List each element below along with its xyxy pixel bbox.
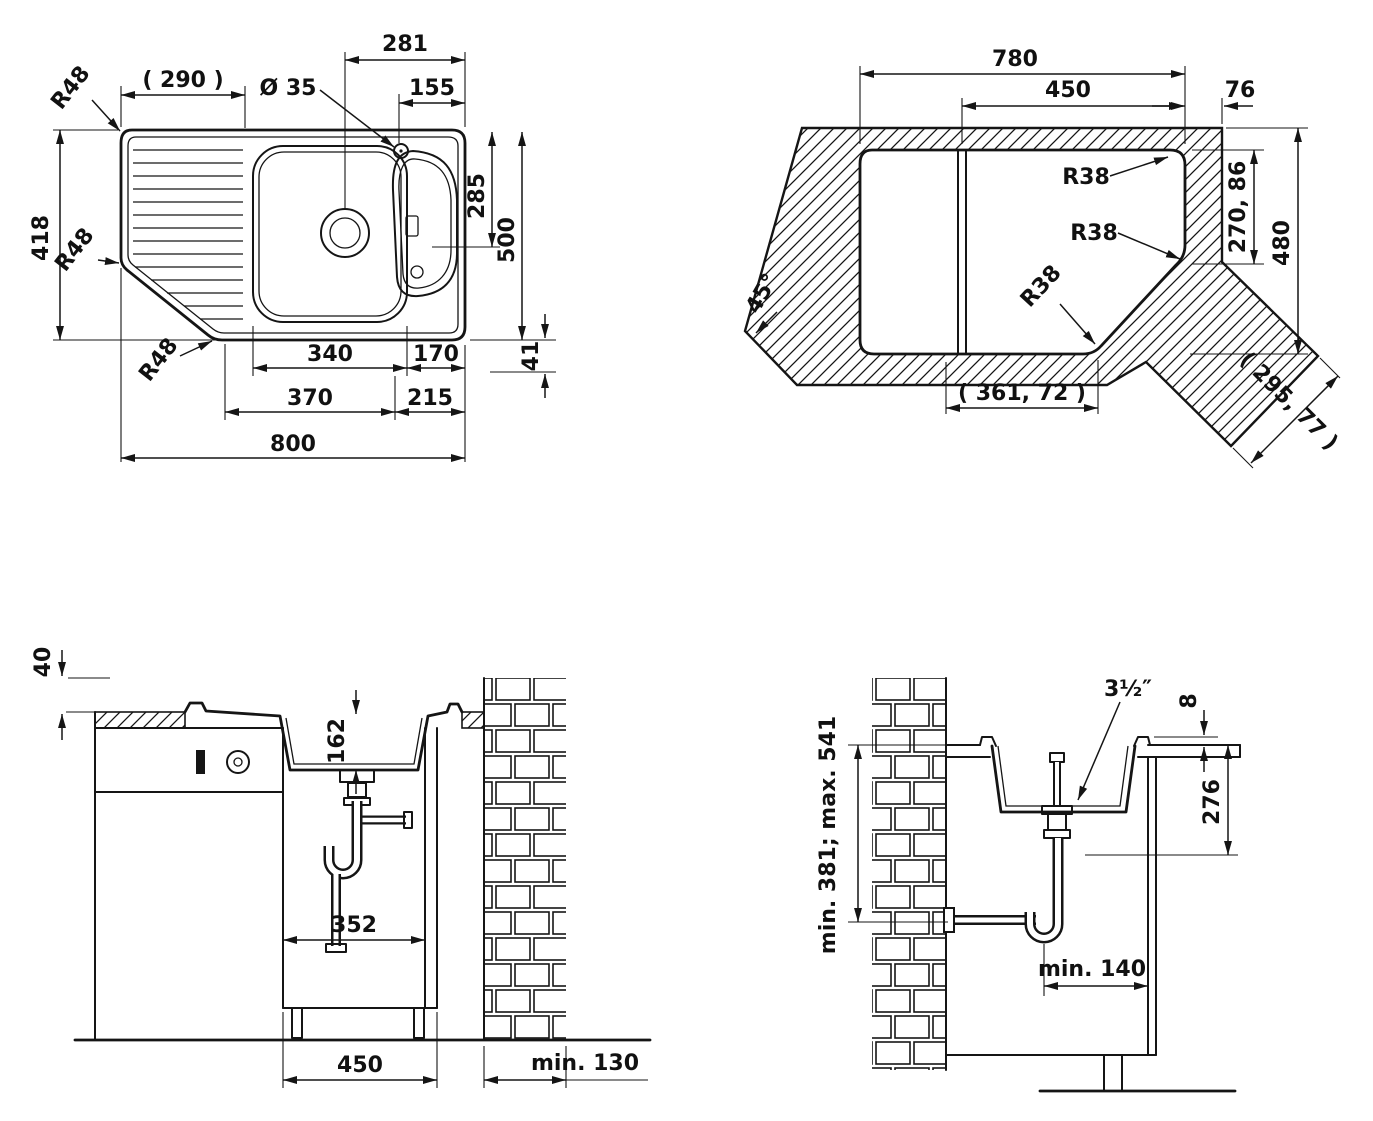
cabinet-leg — [291, 1007, 303, 1039]
pipe-flange — [325, 943, 347, 953]
dim-label-41: 41 — [519, 341, 544, 372]
dimension-lines — [58, 650, 566, 1084]
cabinet-leg — [413, 1007, 425, 1039]
dim-label-361-72: ( 361, 72 ) — [958, 381, 1086, 406]
dim-label-min140: min. 140 — [1038, 957, 1146, 982]
dim-label-276: 276 — [1200, 779, 1225, 825]
dim-label-76: 76 — [1225, 78, 1256, 103]
dim-label-340: 340 — [307, 342, 353, 367]
dim-label-min381-max541: min. 381; max. 541 — [816, 716, 841, 954]
brick-wall — [872, 678, 946, 1070]
side-section-view: 3½″ 8 276 min. 381; max. 541 min. 140 — [816, 677, 1241, 1093]
small-bowl — [391, 150, 458, 298]
strainer-flange — [339, 769, 375, 783]
dim-label-dia35: Ø 35 — [260, 76, 317, 101]
p-trap — [1027, 838, 1061, 941]
cutout-opening — [858, 148, 1187, 356]
sink-rim-left — [979, 736, 997, 747]
door-knob — [226, 750, 250, 774]
waste-plumbing — [323, 769, 413, 953]
drainboard-ribs — [133, 149, 243, 320]
cabinet-leg — [1103, 1054, 1123, 1092]
sink-rim-right — [1133, 736, 1151, 747]
tap-hole — [393, 143, 409, 159]
dim-label-3-5in: 3½″ — [1104, 677, 1152, 702]
sink-outline — [119, 128, 467, 342]
dimension-lines — [755, 70, 1339, 464]
dim-label-290: ( 290 ) — [142, 68, 223, 93]
dim-label-r48-left: R48 — [50, 224, 99, 277]
overflow-slot — [405, 215, 419, 237]
dim-label-450-cabinet: 450 — [337, 1053, 383, 1078]
radius-leader-bottom — [179, 340, 213, 357]
dim-label-r38-2: R38 — [1070, 221, 1118, 246]
dim-label-min130: min. 130 — [531, 1051, 639, 1076]
radius-leader-1 — [1109, 156, 1169, 177]
angle-leader — [755, 311, 778, 334]
p-trap — [326, 801, 360, 877]
dim-label-450-cutout: 450 — [1045, 78, 1091, 103]
bowl-inner-wall — [285, 717, 423, 765]
cutout-seam — [957, 149, 967, 355]
dimension-lines — [56, 56, 549, 462]
dim-label-270-86: 270, 86 — [1226, 161, 1251, 254]
dim-label-r48-bottom: R48 — [134, 334, 183, 387]
dim-label-352: 352 — [331, 913, 377, 938]
cabinet — [94, 711, 438, 1041]
dim-label-370: 370 — [287, 386, 333, 411]
dim-label-155: 155 — [409, 76, 455, 101]
worktop-right — [461, 711, 485, 729]
plan-view: 281 ( 290 ) Ø 35 155 418 R48 R48 R48 285… — [29, 32, 556, 462]
radius-leader-left — [97, 257, 120, 265]
dimension-lines — [854, 701, 1232, 990]
drain-hole — [320, 208, 370, 258]
dim-label-215: 215 — [407, 386, 453, 411]
radius-leader-3 — [1059, 303, 1096, 345]
drain-knob — [1049, 752, 1065, 763]
waste-plumbing — [943, 752, 1073, 944]
drain-size-leader — [1077, 701, 1121, 801]
dim-label-418: 418 — [29, 215, 54, 261]
worktop-left — [94, 711, 186, 729]
dim-label-162: 162 — [325, 718, 350, 764]
front-section-dimensions: 40 162 352 450 min. 130 — [31, 647, 648, 1088]
brick-wall — [484, 678, 566, 1040]
side-section-dimensions: 3½″ 8 276 min. 381; max. 541 min. 140 — [816, 677, 1238, 996]
dim-label-r48-top: R48 — [46, 62, 95, 115]
dim-label-40: 40 — [31, 647, 56, 678]
dim-label-780: 780 — [992, 47, 1038, 72]
dim-label-170: 170 — [413, 342, 459, 367]
dim-label-800: 800 — [270, 432, 316, 457]
dim-label-500: 500 — [495, 217, 520, 263]
radius-leader-2 — [1117, 232, 1181, 260]
dim-label-281: 281 — [382, 32, 428, 57]
dim-label-8: 8 — [1177, 693, 1202, 708]
worktop — [945, 736, 1241, 758]
drawer-handle — [196, 750, 205, 774]
main-bowl — [252, 145, 408, 323]
front-section-view: 40 162 352 450 min. 130 — [31, 647, 652, 1088]
branch-cap — [403, 811, 413, 829]
cutout-view: 780 450 76 R38 R38 R38 270, 86 480 45° (… — [741, 47, 1343, 469]
plan-dimensions: 281 ( 290 ) Ø 35 155 418 R48 R48 R48 285… — [29, 32, 556, 462]
wall-escutcheon — [943, 907, 955, 933]
dim-label-r38-1: R38 — [1062, 165, 1110, 190]
small-bowl-drain — [410, 265, 424, 279]
dim-label-285: 285 — [465, 173, 490, 219]
bowl-profile — [990, 744, 1137, 814]
tap-hole-leader — [319, 89, 395, 148]
dim-label-480: 480 — [1270, 220, 1295, 266]
radius-leader-top — [91, 99, 121, 132]
